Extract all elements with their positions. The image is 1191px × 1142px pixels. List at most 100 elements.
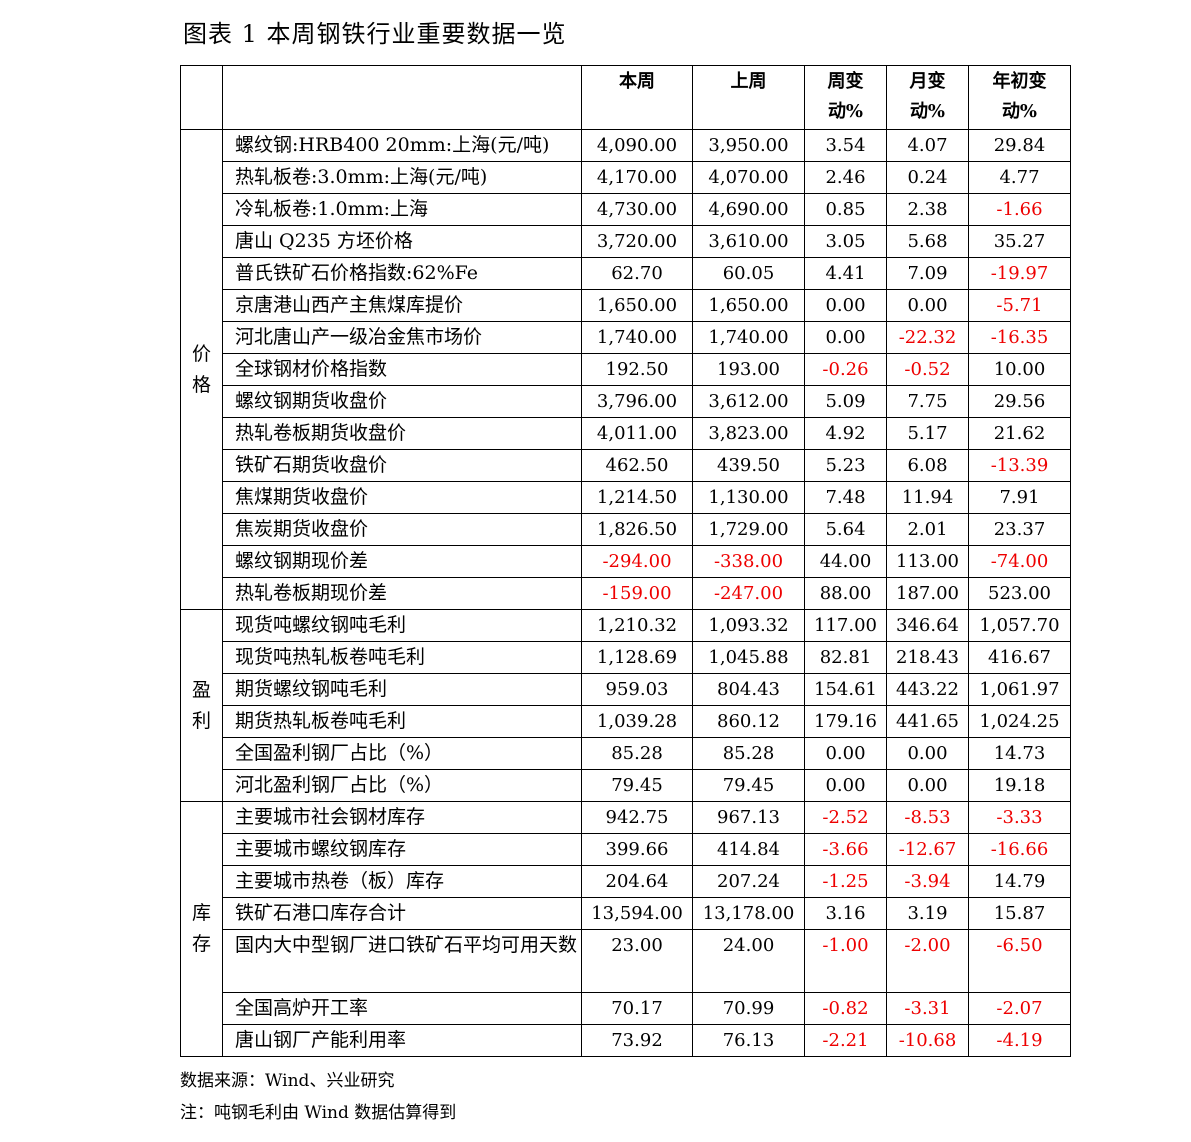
value-cell: 3.16 <box>804 897 887 930</box>
data-source-note: 数据来源：Wind、兴业研究 <box>180 1071 395 1091</box>
value-cell: -19.97 <box>968 257 1071 290</box>
row-label: 主要城市热卷（板）库存 <box>222 865 582 898</box>
section-label-char: 盈 <box>191 678 211 701</box>
value-cell: 7.48 <box>804 481 887 514</box>
value-cell: -5.71 <box>968 289 1071 322</box>
value-cell: -1.25 <box>804 865 887 898</box>
value-cell: 1,650.00 <box>692 289 805 322</box>
value-cell: 187.00 <box>886 577 969 610</box>
value-cell: 7.09 <box>886 257 969 290</box>
value-cell: 1,024.25 <box>968 705 1071 738</box>
value-cell: 967.13 <box>692 801 805 834</box>
value-cell: 4,690.00 <box>692 193 805 226</box>
value-cell: 4,730.00 <box>581 193 693 226</box>
value-cell: 3,610.00 <box>692 225 805 258</box>
value-cell: 179.16 <box>804 705 887 738</box>
value-cell: 0.00 <box>886 769 969 802</box>
value-cell: -0.82 <box>804 992 887 1025</box>
row-label: 唐山钢厂产能利用率 <box>222 1024 582 1057</box>
value-cell: -294.00 <box>581 545 693 578</box>
value-cell: -2.00 <box>886 929 969 993</box>
value-cell: 1,130.00 <box>692 481 805 514</box>
value-cell: -6.50 <box>968 929 1071 993</box>
value-cell: 0.00 <box>804 737 887 770</box>
value-cell: 23.00 <box>581 929 693 993</box>
value-cell: 1,128.69 <box>581 641 693 674</box>
header-last-week-text: 上周 <box>730 71 767 92</box>
value-cell: 13,178.00 <box>692 897 805 930</box>
row-label: 焦煤期货收盘价 <box>222 481 582 514</box>
row-label: 全国高炉开工率 <box>222 992 582 1025</box>
section-label-char: 价 <box>191 342 211 365</box>
header-this-week: 本周 <box>581 65 693 130</box>
footnote: 注：吨钢毛利由 Wind 数据估算得到 <box>180 1103 457 1123</box>
header-weekly-change: 周变 动% <box>804 65 887 130</box>
value-cell: -2.07 <box>968 992 1071 1025</box>
value-cell: 2.38 <box>886 193 969 226</box>
row-label: 普氏铁矿石价格指数:62%Fe <box>222 257 582 290</box>
value-cell: 959.03 <box>581 673 693 706</box>
row-label: 国内大中型钢厂进口铁矿石平均可用天数 <box>222 929 582 993</box>
value-cell: 154.61 <box>804 673 887 706</box>
value-cell: -16.35 <box>968 321 1071 354</box>
header-ytd-change: 年初变 动% <box>968 65 1071 130</box>
value-cell: 4.92 <box>804 417 887 450</box>
section-label-char: 利 <box>191 709 211 732</box>
value-cell: -10.68 <box>886 1024 969 1057</box>
value-cell: 85.28 <box>581 737 693 770</box>
row-label: 焦炭期货收盘价 <box>222 513 582 546</box>
value-cell: 4,090.00 <box>581 129 693 162</box>
header-row: 本周 上周 周变 动% 月变 动% 年初变 动% <box>180 65 1071 130</box>
value-cell: 1,729.00 <box>692 513 805 546</box>
header-monthly-change-line2: 动% <box>909 101 946 122</box>
value-cell: 70.17 <box>581 992 693 1025</box>
value-cell: 5.68 <box>886 225 969 258</box>
value-cell: 14.79 <box>968 865 1071 898</box>
value-cell: 6.08 <box>886 449 969 482</box>
value-cell: 73.92 <box>581 1024 693 1057</box>
row-label: 螺纹钢期现价差 <box>222 545 582 578</box>
value-cell: 4,170.00 <box>581 161 693 194</box>
value-cell: 7.75 <box>886 385 969 418</box>
value-cell: -3.33 <box>968 801 1071 834</box>
value-cell: -247.00 <box>692 577 805 610</box>
value-cell: 1,214.50 <box>581 481 693 514</box>
value-cell: 2.46 <box>804 161 887 194</box>
value-cell: 3,950.00 <box>692 129 805 162</box>
value-cell: 0.00 <box>886 289 969 322</box>
value-cell: 44.00 <box>804 545 887 578</box>
value-cell: 0.00 <box>886 737 969 770</box>
value-cell: 1,057.70 <box>968 609 1071 642</box>
value-cell: 3,720.00 <box>581 225 693 258</box>
section-label-2: 盈利 <box>180 609 223 802</box>
section-label-char: 格 <box>191 373 211 396</box>
value-cell: 85.28 <box>692 737 805 770</box>
row-label: 螺纹钢期货收盘价 <box>222 385 582 418</box>
row-label: 铁矿石港口库存合计 <box>222 897 582 930</box>
value-cell: 29.56 <box>968 385 1071 418</box>
value-cell: 88.00 <box>804 577 887 610</box>
value-cell: 207.24 <box>692 865 805 898</box>
value-cell: 1,045.88 <box>692 641 805 674</box>
steel-data-table: 本周 上周 周变 动% 月变 动% 年初变 动% 价格螺纹钢:HRB400 20… <box>180 65 1071 1057</box>
value-cell: -2.21 <box>804 1024 887 1057</box>
value-cell: 0.00 <box>804 321 887 354</box>
value-cell: 3,612.00 <box>692 385 805 418</box>
value-cell: 3.05 <box>804 225 887 258</box>
value-cell: 79.45 <box>692 769 805 802</box>
